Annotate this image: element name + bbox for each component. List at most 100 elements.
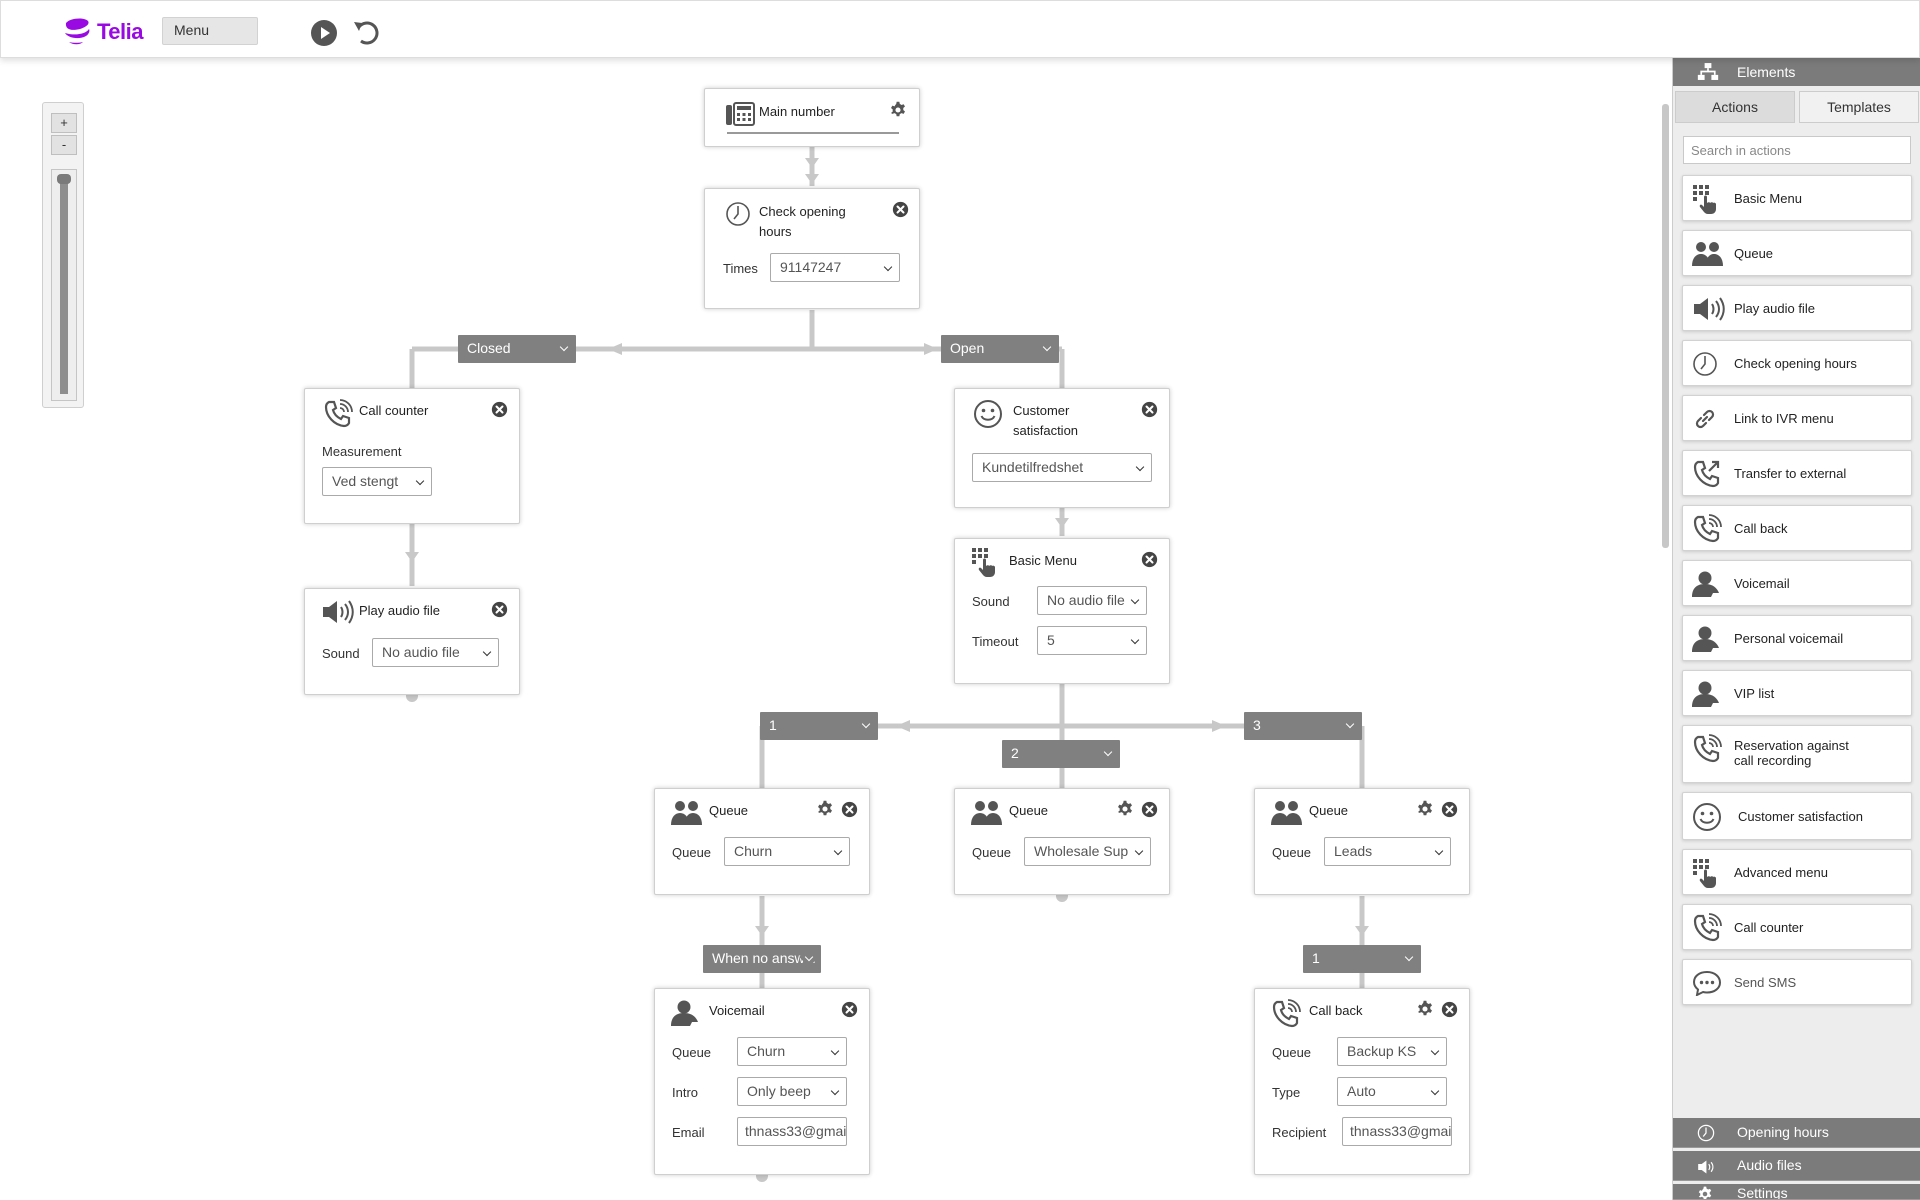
close-icon[interactable] xyxy=(841,1001,858,1018)
intro-label: Intro xyxy=(672,1085,699,1100)
panel-item-call-back[interactable]: Call back xyxy=(1682,505,1912,551)
phone-transfer-icon xyxy=(1692,459,1722,489)
panel-item-advanced-menu[interactable]: Advanced menu xyxy=(1682,849,1912,895)
panel-item-queue[interactable]: Queue xyxy=(1682,230,1912,276)
panel-item-check-opening-hours[interactable]: Check opening hours xyxy=(1682,340,1912,386)
panel-item-vip-list[interactable]: VIP list xyxy=(1682,670,1912,716)
search-input[interactable]: Search in actions xyxy=(1683,136,1911,164)
undo-icon[interactable] xyxy=(351,18,379,46)
play-icon[interactable] xyxy=(310,19,338,47)
close-icon[interactable] xyxy=(491,601,508,618)
branch-3-select[interactable]: 3 xyxy=(1244,712,1362,740)
panel-item-label: Customer satisfaction xyxy=(1738,809,1863,824)
telia-logo[interactable]: Telia xyxy=(63,17,144,47)
menu-button[interactable]: Menu xyxy=(162,17,258,45)
branch-open-select[interactable]: Open xyxy=(941,335,1059,363)
flow-canvas: Main number Check opening hours Times 91… xyxy=(0,58,1670,1200)
node-title: Call counter xyxy=(359,403,429,418)
branch-1-select[interactable]: 1 xyxy=(760,712,878,740)
sound-select[interactable]: No audio file xyxy=(1037,586,1147,615)
panel-item-customer-satisfaction[interactable]: Customer satisfaction xyxy=(1682,792,1912,840)
zoom-slider[interactable] xyxy=(51,169,77,401)
node-basic-menu[interactable]: Basic Menu Sound No audio file Timeout 5 xyxy=(954,538,1170,684)
node-title: Call back xyxy=(1309,1003,1363,1018)
close-icon[interactable] xyxy=(1141,551,1158,568)
node-call-back[interactable]: Call back Queue Backup KS Type Auto Reci… xyxy=(1254,988,1470,1175)
sound-select[interactable]: No audio file xyxy=(372,638,499,667)
queue-label: Queue xyxy=(672,1045,712,1060)
gear-icon[interactable] xyxy=(1416,1000,1434,1018)
close-icon[interactable] xyxy=(1441,801,1458,818)
audio-files-bar[interactable]: Audio files xyxy=(1673,1151,1920,1181)
intro-select[interactable]: Only beep xyxy=(737,1077,847,1106)
times-select[interactable]: 91147247 xyxy=(770,253,900,282)
close-icon[interactable] xyxy=(1441,1001,1458,1018)
top-bar: Telia Menu xyxy=(0,0,1920,58)
timeout-select[interactable]: 5 xyxy=(1037,626,1147,655)
close-icon[interactable] xyxy=(491,401,508,418)
zoom-out-button[interactable]: - xyxy=(51,135,77,155)
recipient-input[interactable]: thnass33@gmail.com xyxy=(1342,1117,1452,1146)
node-main-number[interactable]: Main number xyxy=(704,88,920,147)
queue-label: Queue xyxy=(972,845,1012,860)
branch-2-select[interactable]: 2 xyxy=(1002,740,1120,768)
close-icon[interactable] xyxy=(892,201,909,218)
node-check-opening-hours[interactable]: Check opening hours Times 91147247 xyxy=(704,188,920,309)
queue-select[interactable]: Wholesale Sup xyxy=(1024,837,1151,866)
email-label: Email xyxy=(672,1125,705,1140)
node-title: Basic Menu xyxy=(1009,553,1077,568)
tab-templates[interactable]: Templates xyxy=(1799,91,1919,123)
branch-callback-1-select[interactable]: 1 xyxy=(1303,945,1421,973)
queue-select[interactable]: Churn xyxy=(724,837,850,866)
panel-item-transfer-to-external[interactable]: Transfer to external xyxy=(1682,450,1912,496)
node-voicemail[interactable]: Voicemail Queue Churn Intro Only beep Em… xyxy=(654,988,870,1175)
close-icon[interactable] xyxy=(841,801,858,818)
gear-icon xyxy=(1697,1186,1713,1200)
node-queue-1[interactable]: Queue Queue Churn xyxy=(654,788,870,895)
panel-item-voicemail[interactable]: Voicemail xyxy=(1682,560,1912,606)
panel-item-link-to-ivr-menu[interactable]: Link to IVR menu xyxy=(1682,395,1912,441)
opening-hours-bar[interactable]: Opening hours xyxy=(1673,1118,1920,1148)
panel-item-label: Call back xyxy=(1734,521,1788,536)
gear-icon[interactable] xyxy=(816,800,834,818)
zoom-in-button[interactable]: + xyxy=(51,113,77,133)
people-icon xyxy=(671,799,703,827)
sound-label: Sound xyxy=(972,594,1010,609)
email-input[interactable]: thnass33@gmail.com xyxy=(737,1117,847,1146)
queue-select[interactable]: Leads xyxy=(1324,837,1451,866)
node-play-audio-file[interactable]: Play audio file Sound No audio file xyxy=(304,588,520,695)
timeout-label: Timeout xyxy=(972,634,1019,649)
panel-item-basic-menu[interactable]: Basic Menu xyxy=(1682,175,1912,221)
node-customer-satisfaction[interactable]: Customer satisfaction Kundetilfredshet xyxy=(954,388,1170,508)
panel-item-label-line2: call recording xyxy=(1734,753,1812,768)
panel-item-call-counter[interactable]: Call counter xyxy=(1682,904,1912,950)
measurement-select[interactable]: Ved stengt xyxy=(322,467,432,496)
panel-item-personal-voicemail[interactable]: Personal voicemail xyxy=(1682,615,1912,661)
branch-closed-select[interactable]: Closed xyxy=(458,335,576,363)
panel-item-reservation-against-call-recording[interactable]: Reservation against call recording xyxy=(1682,725,1912,783)
close-icon[interactable] xyxy=(1141,801,1158,818)
canvas-scrollbar[interactable] xyxy=(1662,104,1669,548)
panel-item-send-sms[interactable]: Send SMS xyxy=(1682,959,1912,1005)
queue-select[interactable]: Backup KS xyxy=(1337,1037,1447,1066)
branch-no-answer-select[interactable]: When no answer xyxy=(703,945,821,973)
survey-select[interactable]: Kundetilfredshet xyxy=(972,453,1152,482)
node-queue-3[interactable]: Queue Queue Leads xyxy=(1254,788,1470,895)
type-select[interactable]: Auto xyxy=(1337,1077,1447,1106)
queue-select[interactable]: Churn xyxy=(737,1037,847,1066)
gear-icon[interactable] xyxy=(1116,800,1134,818)
close-icon[interactable] xyxy=(1141,401,1158,418)
settings-bar[interactable]: Settings xyxy=(1673,1184,1920,1200)
phone-ringing-icon xyxy=(1692,913,1722,943)
people-icon xyxy=(971,799,1003,827)
gear-icon[interactable] xyxy=(889,101,907,119)
node-call-counter[interactable]: Call counter Measurement Ved stengt xyxy=(304,388,520,524)
panel-item-play-audio-file[interactable]: Play audio file xyxy=(1682,285,1912,331)
node-queue-2[interactable]: Queue Queue Wholesale Sup xyxy=(954,788,1170,895)
zoom-slider-handle[interactable] xyxy=(57,174,71,184)
measurement-label: Measurement xyxy=(322,444,402,459)
zoom-control: + - xyxy=(42,102,84,408)
tab-actions[interactable]: Actions xyxy=(1675,91,1795,123)
gear-icon[interactable] xyxy=(1416,800,1434,818)
phone-ringing-icon xyxy=(323,399,353,429)
